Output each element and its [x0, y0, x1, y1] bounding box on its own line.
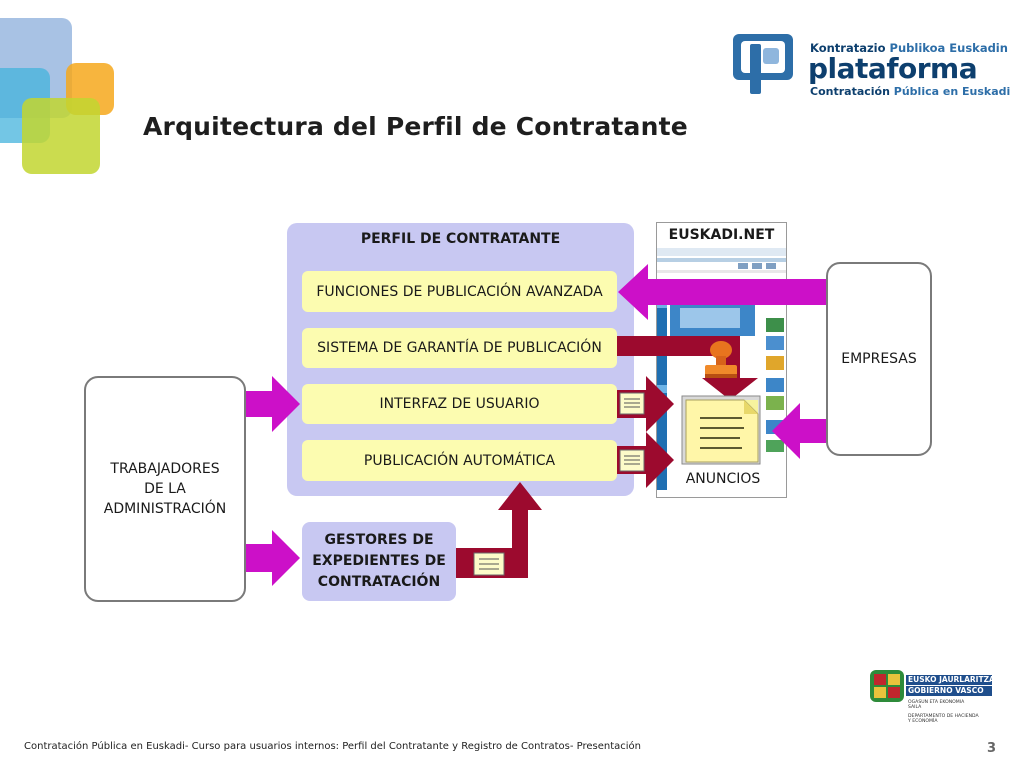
box-publicacion-automatica: PUBLICACIÓN AUTOMÁTICA — [302, 440, 617, 481]
logo-line3: Contratación Pública en Euskadi — [810, 85, 1011, 98]
trabajadores-box: TRABAJADORES DE LA ADMINISTRACIÓN — [84, 376, 246, 602]
trabajadores-line2: DE LA — [144, 481, 186, 497]
logo-wordmark: plataforma — [808, 52, 978, 85]
perfil-contratante-title: PERFIL DE CONTRATANTE — [360, 231, 561, 247]
page-number: 3 — [987, 741, 997, 756]
gestores-line3: CONTRATACIÓN — [317, 574, 441, 590]
gestores-expedientes-box: GESTORES DE EXPEDIENTES DE CONTRATACIÓN — [302, 522, 456, 601]
gestores-line2: EXPEDIENTES DE — [312, 553, 446, 569]
gobierno-line2: GOBIERNO VASCO — [906, 686, 992, 696]
gobierno-small1: OGASUN ETA EKONOMIA — [908, 700, 965, 705]
box-sistema-garantia: SISTEMA DE GARANTÍA DE PUBLICACIÓN — [302, 328, 617, 368]
empresas-box: EMPRESAS — [826, 262, 932, 456]
decorative-square-green — [22, 98, 100, 174]
trabajadores-line3: ADMINISTRACIÓN — [103, 501, 227, 517]
gobierno-line1: EUSKO JAURLARITZA — [906, 675, 992, 685]
gobierno-small3: DEPARTAMENTO DE HACIENDA — [908, 714, 979, 719]
gestores-line1: GESTORES DE — [324, 532, 434, 548]
empresas-label: EMPRESAS — [841, 351, 917, 367]
trabajadores-line1: TRABAJADORES — [110, 461, 220, 477]
arrow-gestores-to-publicacion — [456, 482, 542, 578]
small-document-icon-gestores — [473, 552, 505, 576]
anuncios-label: ANUNCIOS — [676, 468, 770, 490]
plataforma-p-logo-icon — [733, 34, 793, 94]
arrow-trabajadores-to-gestores — [246, 530, 300, 586]
slide-title: Arquitectura del Perfil de Contratante — [143, 112, 688, 141]
euskadi-net-frame — [656, 222, 787, 498]
gobierno-small2: SAILA — [908, 705, 922, 710]
box-interfaz-usuario: INTERFAZ DE USUARIO — [302, 384, 617, 424]
gobierno-small4: Y ECONOMÍA — [908, 719, 938, 724]
euskadi-net-title: EUSKADI.NET — [668, 227, 775, 243]
slide-footer: Contratación Pública en Euskadi- Curso p… — [24, 741, 642, 752]
gobierno-vasco-shield-icon — [870, 670, 904, 702]
box-funciones-publicacion: FUNCIONES DE PUBLICACIÓN AVANZADA — [302, 271, 617, 312]
logo-line1: Kontratazio Publikoa Euskadin — [810, 41, 1008, 55]
